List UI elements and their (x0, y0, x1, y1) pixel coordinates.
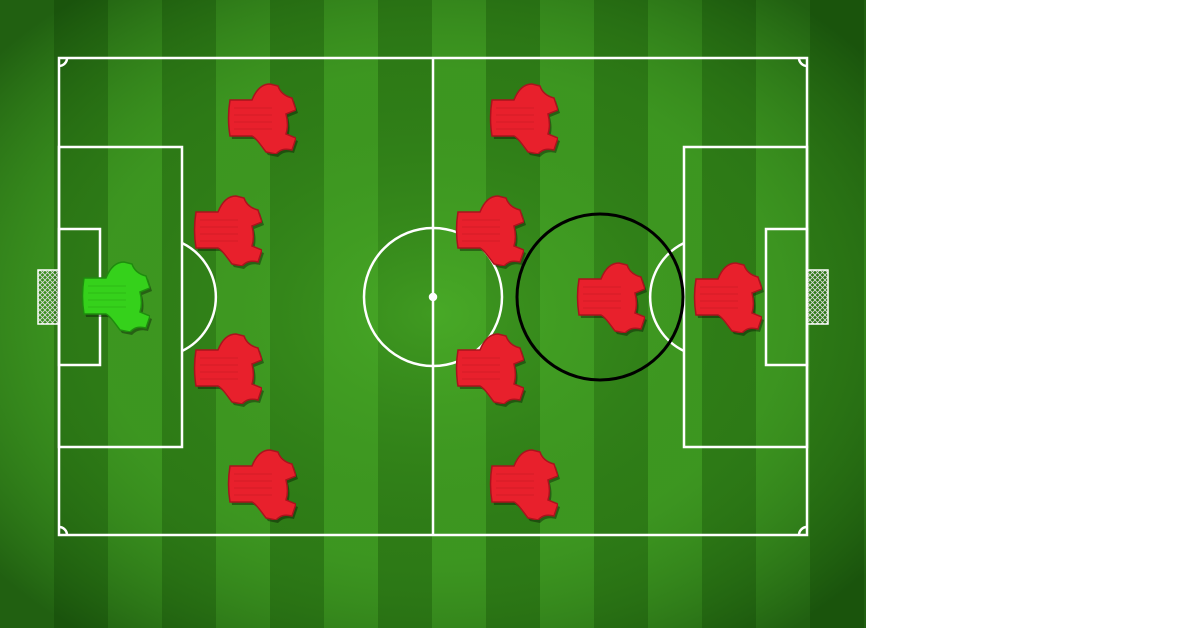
player-shirt-icon[interactable] (693, 262, 765, 336)
corner-arc-top-right (797, 57, 808, 68)
left-goal-net (37, 269, 60, 325)
player-shirt-icon[interactable] (193, 333, 265, 407)
corner-arc-bottom-left (58, 525, 69, 536)
goalkeeper-shirt-icon[interactable] (81, 261, 153, 335)
left-penalty-arc (181, 241, 218, 353)
football-pitch (0, 0, 866, 628)
highlight-circle (515, 212, 685, 382)
player-shirt-icon[interactable] (489, 83, 561, 157)
player-shirt-icon[interactable] (227, 449, 299, 523)
corner-arc-top-left (58, 57, 69, 68)
player-shirt-icon[interactable] (193, 195, 265, 269)
player-shirt-icon[interactable] (455, 333, 527, 407)
player-shirt-icon[interactable] (455, 195, 527, 269)
football-pitch-panel (0, 0, 866, 628)
players-layer (81, 83, 765, 523)
right-goal-net (806, 269, 829, 325)
player-shirt-icon[interactable] (576, 262, 648, 336)
player-shirt-icon[interactable] (489, 449, 561, 523)
corner-arc-bottom-right (797, 525, 808, 536)
centre-circle (362, 226, 504, 368)
centre-spot (428, 292, 438, 302)
player-shirt-icon[interactable] (227, 83, 299, 157)
blank-panel (866, 0, 1200, 628)
